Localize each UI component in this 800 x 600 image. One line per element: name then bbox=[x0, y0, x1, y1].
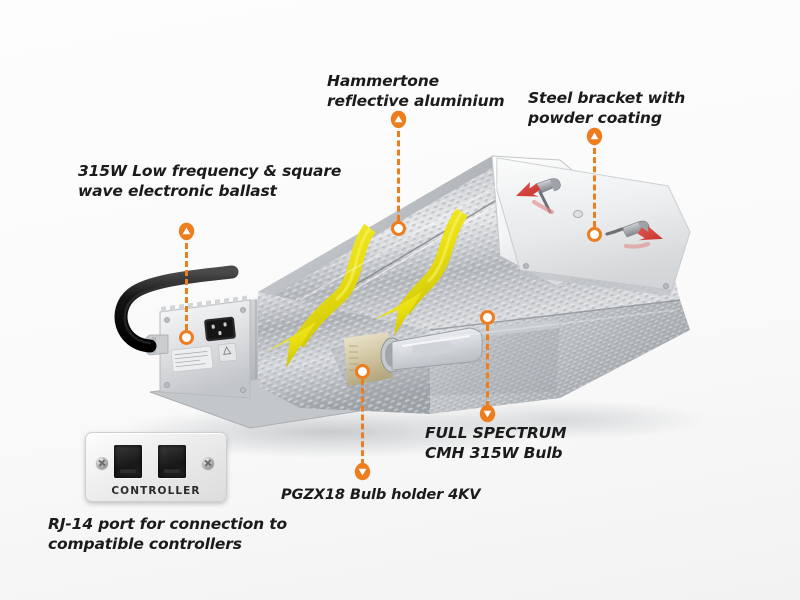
callout-anchor-holder bbox=[355, 364, 370, 379]
callout-leader-bulb bbox=[486, 325, 489, 407]
callout-label-bulb: FULL SPECTRUM CMH 315W Bulb bbox=[425, 424, 567, 462]
callout-anchor-bracket bbox=[587, 227, 602, 242]
callout-label-bracket: Steel bracket with powder coating bbox=[528, 89, 686, 127]
callout-leader-holder bbox=[361, 379, 364, 465]
rj14-port-1[interactable] bbox=[114, 445, 142, 478]
rj14-port-2[interactable] bbox=[158, 445, 186, 478]
callout-anchor-bulb bbox=[480, 310, 495, 325]
callout-pin-holder bbox=[354, 462, 371, 481]
panel-screw-right bbox=[202, 457, 214, 469]
callout-pin-bracket bbox=[586, 127, 603, 146]
callout-anchor-reflector bbox=[391, 221, 406, 236]
callout-label-ballast: 315W Low frequency & square wave electro… bbox=[78, 162, 342, 200]
callout-leader-bracket bbox=[593, 148, 596, 227]
callout-leader-ballast bbox=[185, 243, 188, 330]
callout-leader-reflector bbox=[397, 131, 400, 221]
panel-screw-left bbox=[96, 457, 108, 469]
controller-caption: CONTROLLER bbox=[111, 485, 201, 497]
callout-label-holder: PGZX18 Bulb holder 4KV bbox=[281, 486, 481, 503]
callout-pin-bulb bbox=[479, 404, 496, 423]
callout-pin-reflector bbox=[390, 110, 407, 129]
callout-label-reflector: Hammertone reflective aluminium bbox=[327, 72, 505, 110]
controller-panel: CONTROLLER bbox=[85, 432, 227, 502]
callout-label-rj14: RJ-14 port for connection to compatible … bbox=[48, 515, 287, 553]
callout-pin-ballast bbox=[178, 222, 195, 241]
callout-anchor-ballast bbox=[179, 330, 194, 345]
